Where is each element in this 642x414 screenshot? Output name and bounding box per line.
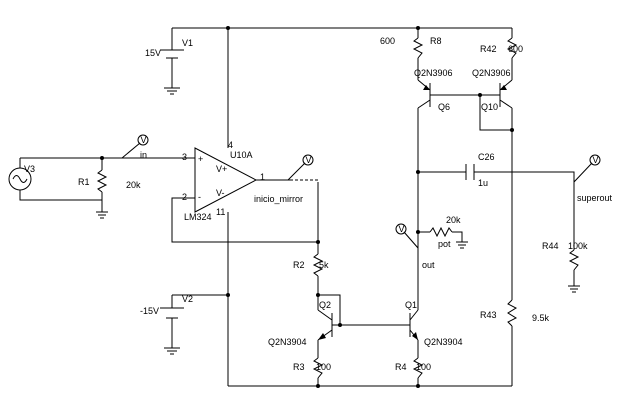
opamp-part: U10A <box>230 150 253 160</box>
probe-letter: V <box>399 224 405 234</box>
q10-model: Q2N3906 <box>472 68 511 78</box>
net-in-label: in <box>140 150 147 160</box>
pot-name: pot <box>438 239 451 249</box>
resistor-r4 <box>412 357 424 379</box>
potentiometer <box>429 226 468 249</box>
v1-value: 15V <box>145 48 161 58</box>
r44-name: R44 <box>542 241 559 251</box>
net-superout-label: superout <box>577 193 613 203</box>
q2-name: Q2 <box>319 300 331 310</box>
resistor-r2 <box>312 253 324 277</box>
net-out-label: out <box>422 260 435 270</box>
transistor-q1 <box>409 309 419 341</box>
transistor-q2 <box>317 309 333 341</box>
q6-model: Q2N3906 <box>414 68 453 78</box>
r44-value: 100k <box>568 241 588 251</box>
q2-model: Q2N3904 <box>268 337 307 347</box>
probe-inicio: V <box>287 154 314 181</box>
v2-name: V2 <box>182 294 193 304</box>
r8-name: R8 <box>430 36 442 46</box>
r1-value: 20k <box>126 180 141 190</box>
probe-letter: V <box>141 135 147 145</box>
resistor-r3 <box>312 357 324 379</box>
q10-name: Q10 <box>481 102 498 112</box>
r42-value: 600 <box>508 44 523 54</box>
r2-value: 5k <box>319 260 329 270</box>
opamp-pin4: 4 <box>228 140 233 150</box>
q6-name: Q6 <box>438 102 450 112</box>
opamp-pin3: 3 <box>182 152 187 162</box>
opamp-plus: + <box>198 154 203 164</box>
c26-name: C26 <box>478 152 495 162</box>
opamp-vminus: V- <box>216 188 225 198</box>
resistor-r43 <box>507 299 518 327</box>
probe-letter: V <box>593 155 599 165</box>
v2-value: -15V <box>140 306 159 316</box>
opamp-pin1: 1 <box>260 172 265 182</box>
wires <box>19 27 575 387</box>
r43-value: 9.5k <box>532 313 550 323</box>
probe-out: V <box>395 223 419 249</box>
probe-superout: V <box>573 154 601 183</box>
r43-name: R43 <box>480 310 497 320</box>
c26-value: 1u <box>478 178 488 188</box>
battery-v1 <box>160 49 184 95</box>
battery-v2 <box>160 307 184 355</box>
opamp-vplus: V+ <box>216 164 227 174</box>
r4-name: R4 <box>395 362 407 372</box>
pot-value: 20k <box>446 215 461 225</box>
sine-source-v3 <box>8 167 32 191</box>
transistor-q10 <box>499 79 513 109</box>
opamp-u10a <box>194 147 319 213</box>
r3-name: R3 <box>293 362 305 372</box>
r8-value: 600 <box>380 36 395 46</box>
opamp-pin2: 2 <box>182 192 187 202</box>
r1-name: R1 <box>78 177 90 187</box>
r3-value: 100 <box>316 362 331 372</box>
transistor-q6 <box>417 79 431 109</box>
r4-value: 100 <box>416 362 431 372</box>
resistor-r1 <box>96 169 108 219</box>
resistor-r42 <box>506 37 518 59</box>
opamp-minus: - <box>198 192 201 202</box>
probe-in: V <box>121 134 149 159</box>
probe-letter: V <box>306 155 312 165</box>
component-labels: V1 15V V2 -15V V3 R1 20k in 3 2 4 11 1 +… <box>24 36 613 372</box>
r2-name: R2 <box>293 260 305 270</box>
v1-name: V1 <box>182 38 193 48</box>
r42-name: R42 <box>480 44 497 54</box>
junction-dots <box>100 26 514 388</box>
resistor-r8 <box>412 37 424 59</box>
q1-name: Q1 <box>405 300 417 310</box>
opamp-model: LM324 <box>184 212 212 222</box>
q1-model: Q2N3904 <box>424 337 463 347</box>
net-inicio-label: inicio_mirror <box>254 194 303 204</box>
v3-name: V3 <box>24 164 35 174</box>
resistor-r44 <box>568 249 580 293</box>
capacitor-c26 <box>465 164 475 180</box>
opamp-pin11: 11 <box>216 207 225 217</box>
